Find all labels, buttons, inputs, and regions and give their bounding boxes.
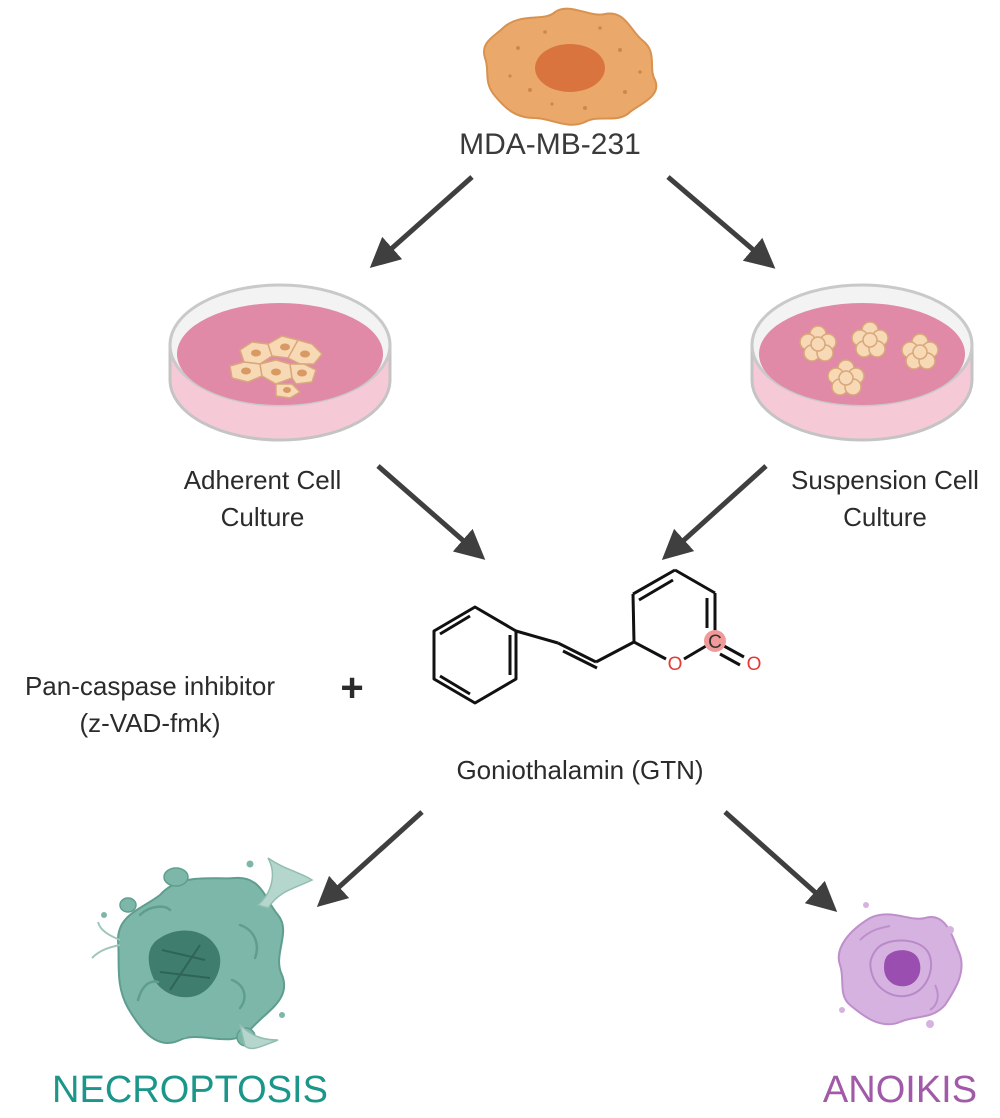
goniothalamin-structure (432, 568, 745, 705)
arrow-to-anoikis (723, 810, 838, 912)
drug-name-label: Goniothalamin (GTN) (456, 755, 704, 785)
atom-o-carbonyl-label: O (747, 654, 762, 675)
inhibitor-label-line2: (z-VAD-fmk) (79, 707, 221, 738)
spheroid-clusters-icon (799, 321, 939, 396)
suspension-culture-label: Suspension Cell Culture (770, 462, 1000, 536)
anoikis-cell-icon (837, 902, 963, 1028)
adherent-label-line1: Adherent Cell (183, 465, 342, 495)
adherent-culture-label: Adherent Cell Culture (140, 462, 385, 536)
inhibitor-label-line1: Pan-caspase inhibitor (24, 671, 276, 701)
carbonyl-carbon-highlight (704, 630, 726, 652)
petri-dish-suspension-icon (750, 283, 974, 442)
inhibitor-label: Pan-caspase inhibitor (z-VAD-fmk) (0, 668, 300, 742)
petri-dish-adherent-icon (168, 283, 392, 442)
plus-sign: + (340, 666, 364, 710)
benzene-ring (432, 605, 518, 705)
arrow-adherent-to-drug (376, 464, 486, 560)
suspension-label-line2: Culture (843, 501, 927, 532)
arrow-suspension-to-drug (661, 464, 768, 561)
cancer-cell-icon (483, 7, 658, 126)
atom-c-label: C (708, 632, 722, 653)
adherent-label-line2: Culture (220, 501, 305, 532)
arrow-to-necroptosis (316, 810, 424, 908)
arrow-to-adherent (369, 175, 474, 268)
cell-line-label: MDA-MB-231 (459, 128, 641, 161)
arrow-to-suspension (666, 175, 776, 269)
necroptosis-label: NECROPTOSIS (52, 1069, 328, 1111)
suspension-label-line1: Suspension Cell (791, 465, 979, 495)
atom-o-ring-label: O (668, 654, 683, 675)
anoikis-label: ANOIKIS (822, 1069, 978, 1111)
necroptotic-cell-icon (91, 857, 314, 1050)
